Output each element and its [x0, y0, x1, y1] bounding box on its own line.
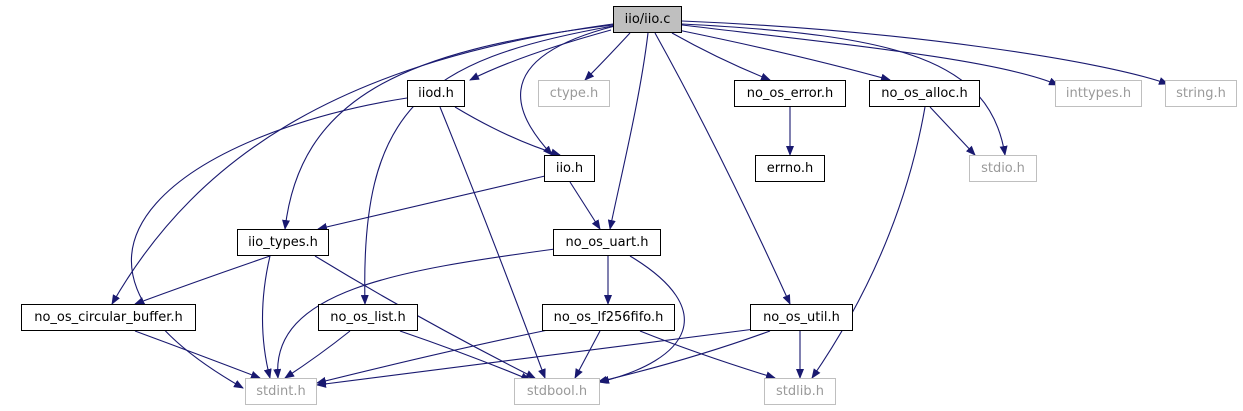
edge-root-to-string	[681, 20, 1169, 85]
edge-no_os_circular_buffer-to-stdint	[134, 330, 261, 379]
edge-iio_types-to-stdbool	[314, 255, 536, 379]
edge-root-to-no_os_alloc	[677, 29, 891, 82]
edge-no_os_alloc-to-stdlib	[811, 106, 926, 379]
edge-no_os_list-to-stdbool	[399, 330, 531, 381]
file-node-iio-c: iio/iio.c	[613, 6, 682, 33]
file-node-stdio-h: stdio.h	[969, 155, 1037, 182]
edges-layer	[111, 20, 1169, 389]
edge-root-to-no_os_uart	[607, 32, 649, 230]
edge-root-to-iio_types	[282, 24, 614, 230]
file-node-iiod-h[interactable]: iiod.h	[407, 80, 465, 107]
edge-iio_types-to-stdint	[261, 255, 272, 379]
file-node-ctype-h: ctype.h	[538, 80, 610, 107]
edge-no_os_util-to-stdint	[316, 328, 756, 388]
file-node-no-os-lf256fifo-h[interactable]: no_os_lf256fifo.h	[542, 304, 675, 331]
edge-root-to-iio	[520, 25, 616, 156]
edge-no_os_uart-to-stdint	[273, 248, 556, 379]
edge-no_os_lf256fifo-to-stdbool	[574, 330, 601, 379]
file-node-no-os-uart-h[interactable]: no_os_uart.h	[553, 229, 661, 256]
edge-no_os_list-to-stdint	[284, 330, 351, 379]
file-node-iio-types-h[interactable]: iio_types.h	[237, 229, 329, 256]
edge-no_os_lf256fifo-to-stdlib	[639, 330, 776, 380]
file-node-no-os-alloc-h[interactable]: no_os_alloc.h	[869, 80, 980, 107]
file-node-stdint-h: stdint.h	[245, 378, 317, 405]
edge-iio_types-to-no_os_circular_buffer	[134, 255, 271, 305]
edge-iio-to-no_os_uart	[569, 181, 601, 230]
edge-iiod-to-iio	[454, 106, 561, 157]
edge-no_os_util-to-stdbool	[597, 330, 771, 384]
file-node-string-h: string.h	[1165, 80, 1237, 107]
file-node-no-os-util-h[interactable]: no_os_util.h	[750, 304, 853, 331]
edge-no_os_lf256fifo-to-stdint	[316, 329, 549, 385]
edge-root-to-no_os_circular_buffer	[111, 23, 614, 305]
edge-root-to-stdio	[681, 23, 1008, 156]
edge-root-to-iiod	[469, 29, 612, 81]
file-node-no-os-circular-buffer-h[interactable]: no_os_circular_buffer.h	[21, 304, 196, 331]
file-node-stdbool-h: stdbool.h	[514, 378, 600, 405]
edge-root-to-inttypes	[681, 24, 1059, 86]
edge-root-to-no_os_util	[654, 32, 791, 305]
edge-no_os_uart-to-stdbool	[599, 255, 685, 384]
file-node-errno-h[interactable]: errno.h	[755, 155, 825, 182]
edge-iio-to-iio_types	[317, 175, 546, 231]
edge-iiod-to-stdbool	[439, 106, 546, 379]
file-node-no-os-list-h[interactable]: no_os_list.h	[318, 304, 418, 331]
edge-root-to-ctype	[584, 32, 631, 81]
file-node-inttypes-h: inttypes.h	[1055, 80, 1142, 107]
edge-no_os_alloc-to-stdio	[929, 106, 976, 156]
file-node-no-os-error-h[interactable]: no_os_error.h	[734, 80, 846, 107]
file-node-iio-h[interactable]: iio.h	[544, 155, 595, 182]
edge-root-to-no_os_error	[671, 32, 771, 81]
file-node-stdlib-h: stdlib.h	[764, 378, 836, 405]
